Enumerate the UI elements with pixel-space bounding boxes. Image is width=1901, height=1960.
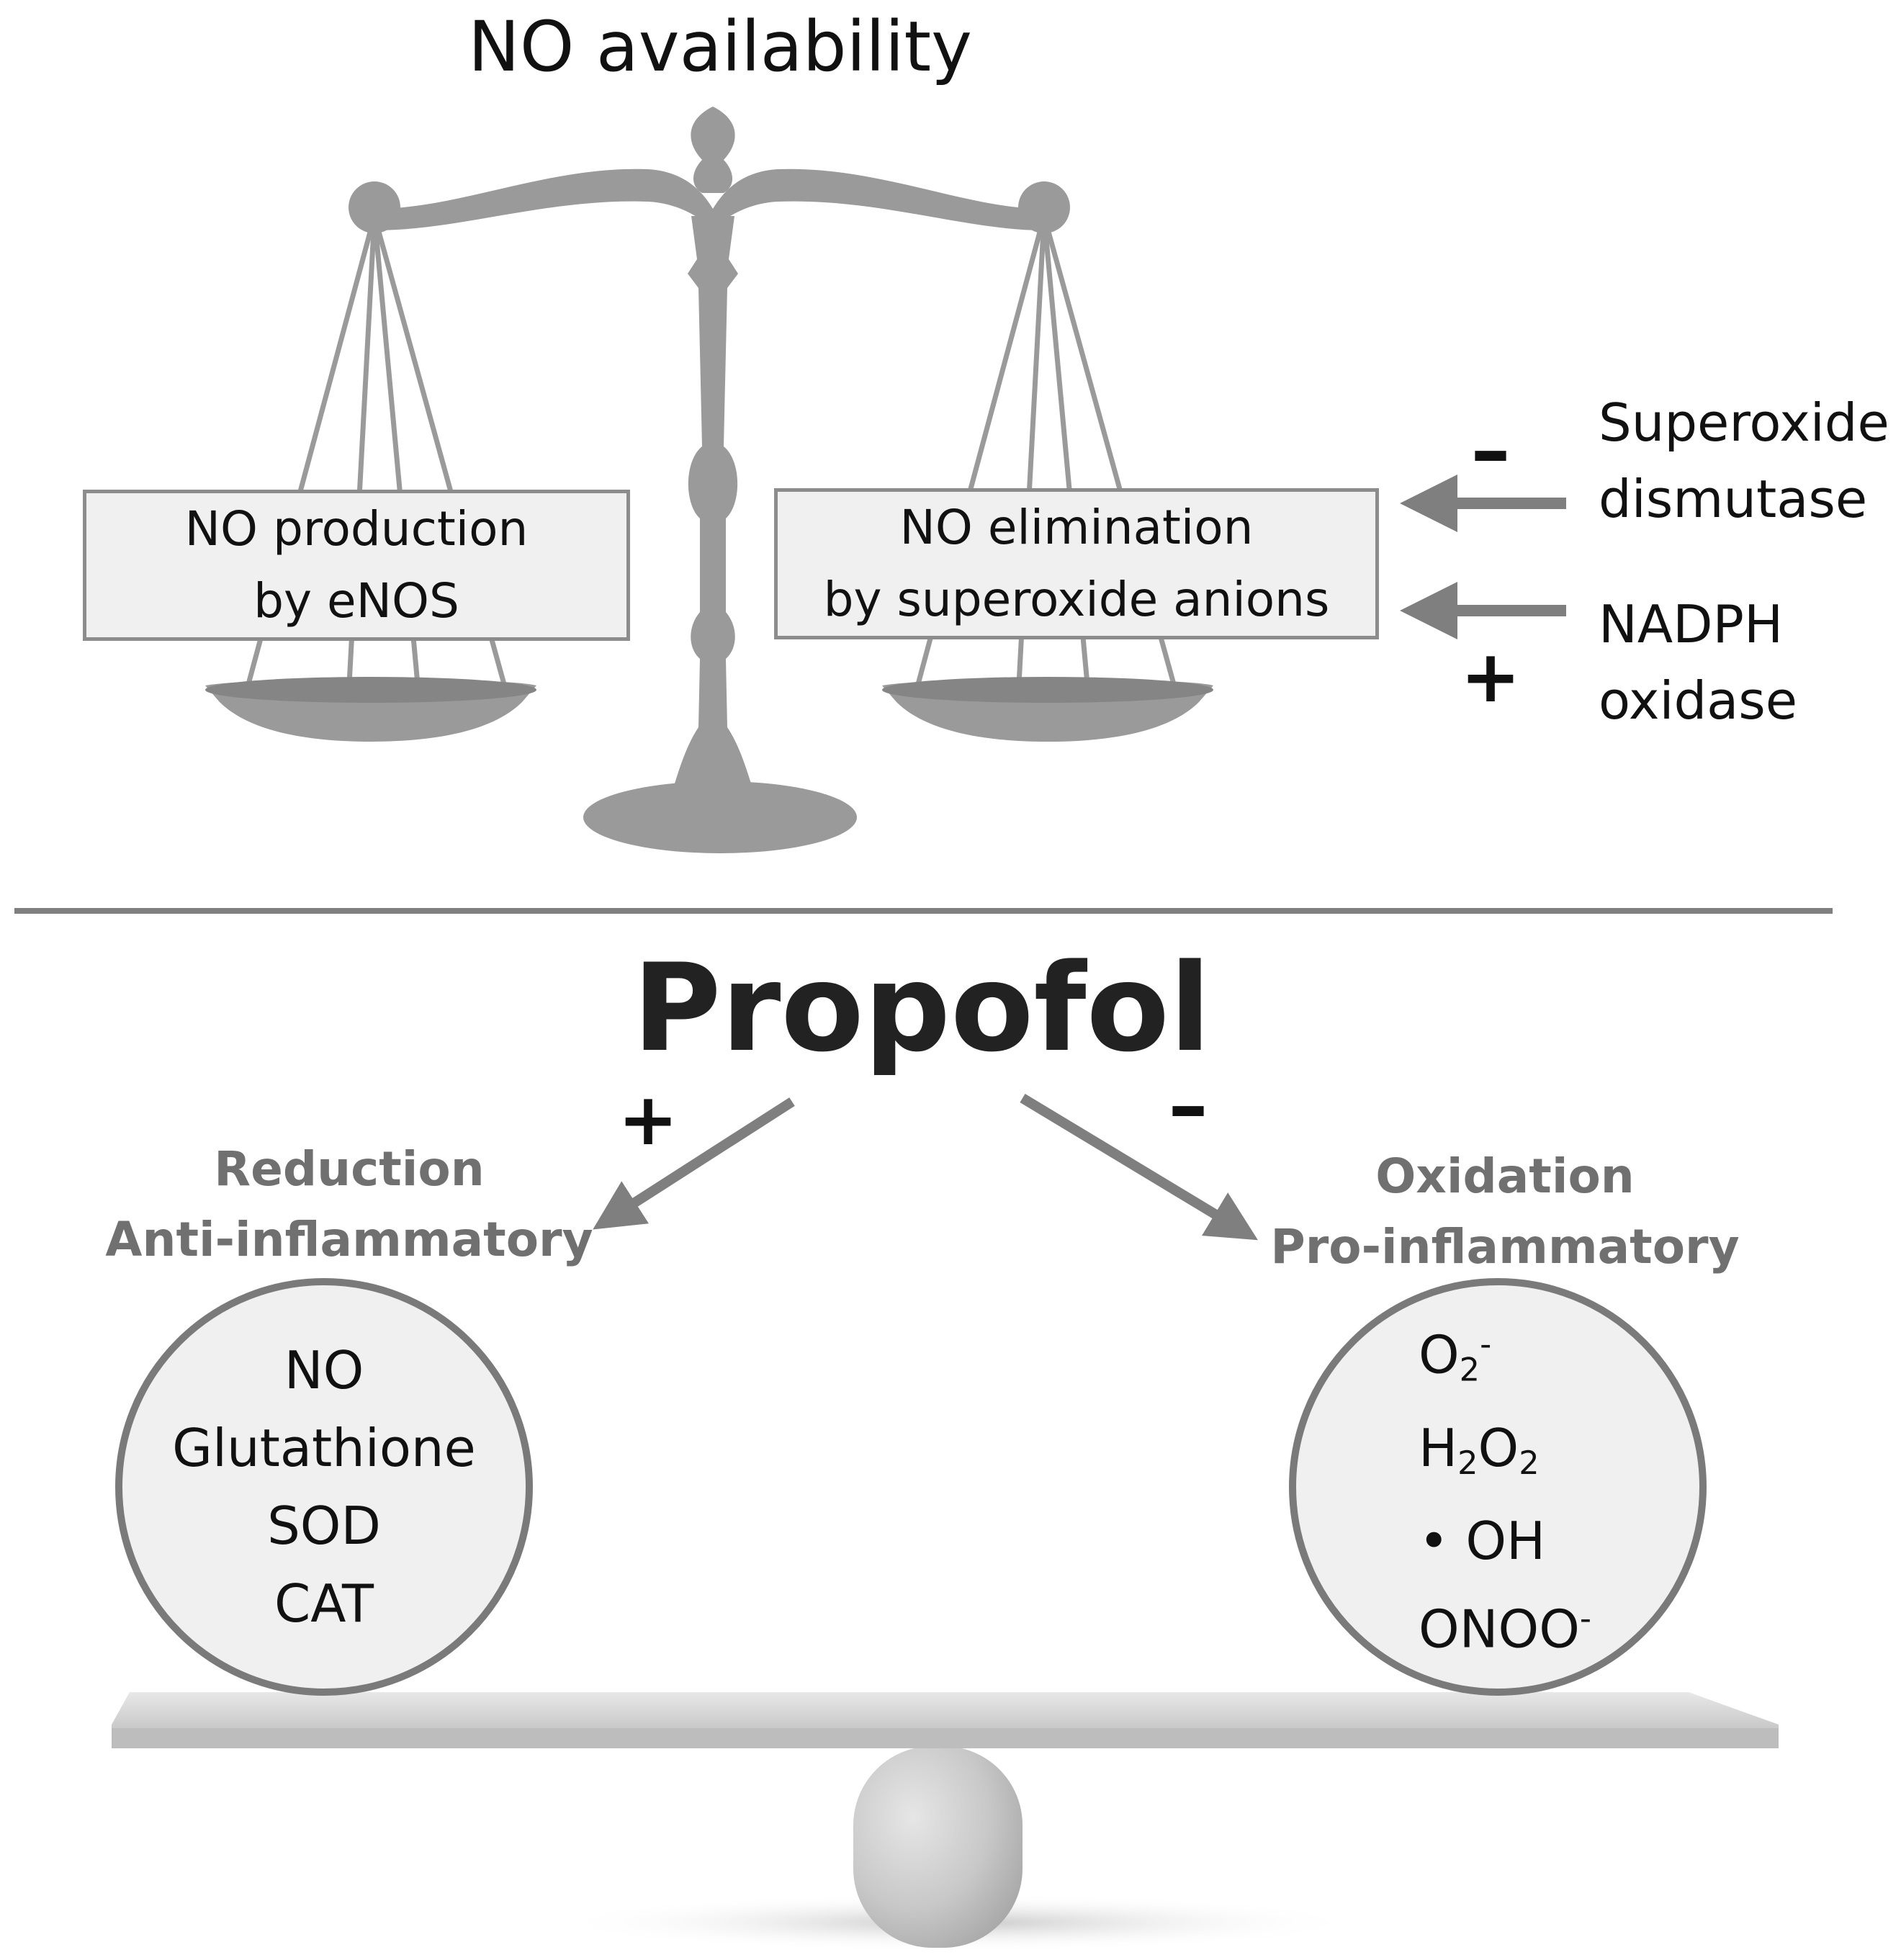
circle-oxidants: O2- H2O2 • OH ONOO-	[1289, 1278, 1707, 1696]
beam-knob-left	[349, 181, 400, 233]
heading-reduction: Reduction Anti-inflammatory	[94, 1134, 605, 1275]
label-no-elimination-line2: by superoxide anions	[823, 572, 1330, 627]
oxidant-peroxynitrite: ONOO-	[1419, 1599, 1591, 1660]
minus-sign-oxidation: –	[1168, 1059, 1208, 1151]
label-no-production: NO production by eNOS	[83, 490, 630, 641]
antioxidant-no: NO	[284, 1340, 364, 1401]
plus-sign-reduction: +	[618, 1077, 678, 1161]
plus-sign-nadph: +	[1460, 634, 1521, 719]
seesaw	[112, 1692, 1779, 1951]
antioxidant-cat: CAT	[274, 1573, 374, 1634]
circle-antioxidants: NO Glutathione SOD CAT	[115, 1278, 533, 1696]
minus-sign-sod: –	[1470, 404, 1511, 496]
scale-beam	[374, 168, 1044, 230]
balance-scale	[205, 107, 1213, 853]
propofol-title: Propofol	[632, 938, 1211, 1079]
heading-oxidation-line2: Pro-inflammatory	[1270, 1219, 1740, 1275]
scale-finial	[691, 107, 735, 193]
heading-oxidation-line1: Oxidation	[1375, 1148, 1635, 1204]
antioxidant-glutathione: Glutathione	[172, 1418, 476, 1478]
modulator-nadph-line1: NADPH	[1599, 594, 1784, 655]
modulator-nadph-line2: oxidase	[1599, 670, 1798, 731]
beam-knob-right	[1018, 181, 1070, 233]
label-no-elimination: NO elimination by superoxide anions	[774, 488, 1379, 639]
heading-reduction-line2: Anti-inflammatory	[105, 1212, 593, 1267]
modulator-nadph-oxidase: NADPH oxidase	[1599, 586, 1901, 739]
heading-oxidation: Oxidation Pro-inflammatory	[1257, 1141, 1753, 1282]
diagram-title: NO availability	[468, 6, 972, 87]
antioxidant-sod: SOD	[267, 1496, 381, 1556]
arrow-to-oxidation	[1020, 1094, 1258, 1241]
scale-column	[670, 216, 756, 799]
label-no-production-line2: by eNOS	[253, 573, 459, 629]
oxidant-hydroxyl: • OH	[1419, 1511, 1546, 1572]
modulator-sod-line2: dismutase	[1599, 469, 1868, 529]
heading-reduction-line1: Reduction	[214, 1141, 485, 1197]
oxidant-superoxide: O2-	[1419, 1324, 1492, 1389]
arrow-to-reduction	[593, 1097, 795, 1230]
oxidant-hydrogen-peroxide: H2O2	[1419, 1418, 1540, 1483]
label-no-elimination-line1: NO elimination	[899, 500, 1254, 555]
scale-base	[583, 781, 857, 853]
modulator-arrows	[1400, 475, 1566, 639]
modulator-sod-line1: Superoxide	[1599, 392, 1889, 453]
propofol-arrows	[593, 1094, 1258, 1241]
modulator-superoxide-dismutase: Superoxide dismutase	[1599, 385, 1901, 537]
seesaw-fulcrum	[853, 1746, 1023, 1948]
label-no-production-line1: NO production	[184, 501, 529, 557]
